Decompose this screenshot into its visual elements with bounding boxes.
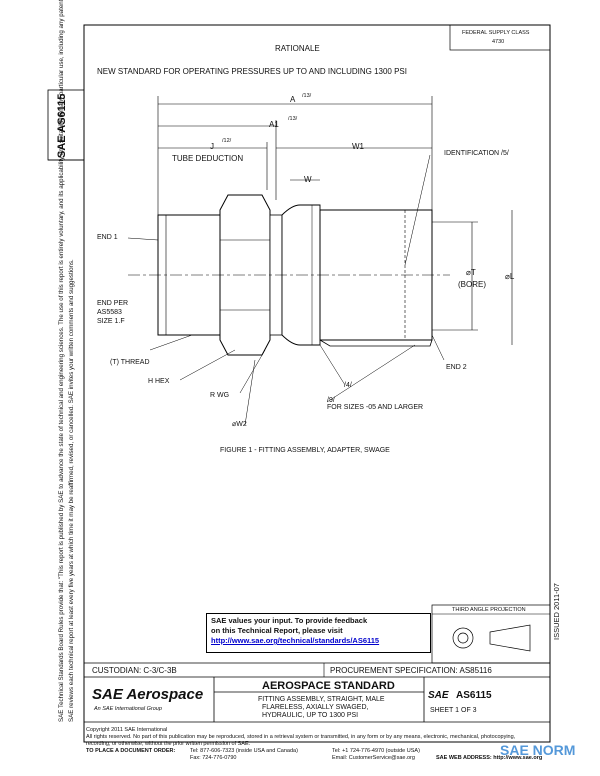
- dim-a-note: /13/: [302, 93, 312, 99]
- bore-label: (BORE): [458, 280, 486, 289]
- side-notice: SAE Technical Standards Board Rules prov…: [58, 0, 65, 722]
- brand-sub: An SAE International Group: [94, 706, 162, 712]
- custodian: CUSTODIAN: C-3/C-3B: [92, 666, 177, 675]
- rights-notice-2: recording, or otherwise, without the pri…: [86, 741, 251, 747]
- end-per-size: SIZE 1.F: [97, 318, 125, 325]
- rights-notice: All rights reserved. No part of this pub…: [86, 734, 516, 740]
- tel-intl: Tel: +1 724-776-4970 (outside USA): [332, 748, 420, 754]
- standard-title: AEROSPACE STANDARD: [262, 680, 395, 692]
- dim-a: A: [290, 95, 296, 104]
- feedback-line2: on this Technical Report, please visit: [211, 626, 343, 635]
- brand-name: SAE Aerospace: [92, 686, 204, 703]
- figure-caption: FIGURE 1 - FITTING ASSEMBLY, ADAPTER, SW…: [220, 447, 390, 454]
- note9-label: /9/: [327, 397, 335, 404]
- end-per-spec: AS5583: [97, 309, 122, 316]
- tube-deduction: TUBE DEDUCTION: [172, 154, 244, 163]
- thread-label: (T) THREAD: [110, 359, 150, 366]
- feedback-link[interactable]: http://www.sae.org/technical/standards/A…: [211, 636, 380, 645]
- dim-w: W: [304, 175, 312, 184]
- dim-w1: W1: [352, 142, 364, 151]
- web-address: SAE WEB ADDRESS: http://www.sae.org: [436, 755, 543, 761]
- feedback-box: SAE values your input. To provide feedba…: [206, 613, 431, 653]
- note9-text: FOR SIZES -05 AND LARGER: [327, 404, 424, 411]
- end2-label: END 2: [446, 364, 467, 371]
- procurement-spec: PROCUREMENT SPECIFICATION: AS85116: [330, 666, 492, 675]
- dia-l-label: ⌀L: [505, 272, 515, 281]
- side-review: SAE reviews each technical report at lea…: [68, 259, 75, 722]
- sheet-number: SHEET 1 OF 3: [430, 707, 477, 714]
- rationale-label: RATIONALE: [275, 44, 320, 53]
- federal-supply-number: 4730: [492, 39, 505, 45]
- sae-aerospace-logo: SAE Aerospace: [92, 686, 203, 703]
- doc-number: AS6115: [456, 690, 492, 701]
- watermark: SAE NORM: [500, 742, 576, 758]
- dim-j-note: /12/: [222, 138, 232, 144]
- tel-usa: Tel: 877-606-7323 (inside USA and Canada…: [190, 748, 298, 754]
- sae-logo: SAE: [428, 690, 449, 701]
- dim-j: J: [210, 142, 214, 151]
- dim-a1: A1: [269, 120, 279, 129]
- rationale-text: NEW STANDARD FOR OPERATING PRESSURES UP …: [97, 67, 407, 76]
- dw2-label: ⌀W2: [232, 421, 247, 428]
- desc-line2: FLARELESS, AXIALLY SWAGED,: [262, 704, 369, 711]
- dia-t-label: ⌀T: [466, 268, 476, 277]
- federal-supply-class: FEDERAL SUPPLY CLASS: [462, 30, 530, 36]
- identification-label: IDENTIFICATION /5/: [444, 150, 509, 157]
- right-issue-code: ISSUED 2011-07: [552, 583, 561, 640]
- end1-label: END 1: [97, 234, 118, 241]
- feedback-line1: SAE values your input. To provide feedba…: [211, 616, 368, 625]
- email: Email: CustomerService@sae.org: [332, 755, 415, 761]
- order-label: TO PLACE A DOCUMENT ORDER:: [86, 748, 176, 754]
- end-per-label: END PER: [97, 300, 129, 307]
- dim-a1-note: /13/: [288, 116, 298, 122]
- note4-label: /4/: [344, 382, 352, 389]
- rwg-label: R WG: [210, 392, 230, 399]
- desc-line1: FITTING ASSEMBLY, STRAIGHT, MALE: [258, 696, 385, 703]
- copyright: Copyright 2011 SAE International: [86, 727, 168, 733]
- hex-label: H HEX: [148, 378, 170, 385]
- desc-line3: HYDRAULIC, UP TO 1300 PSI: [262, 712, 359, 719]
- fax: Fax: 724-776-0790: [190, 755, 237, 761]
- projection-label: THIRD ANGLE PROJECTION: [452, 607, 526, 613]
